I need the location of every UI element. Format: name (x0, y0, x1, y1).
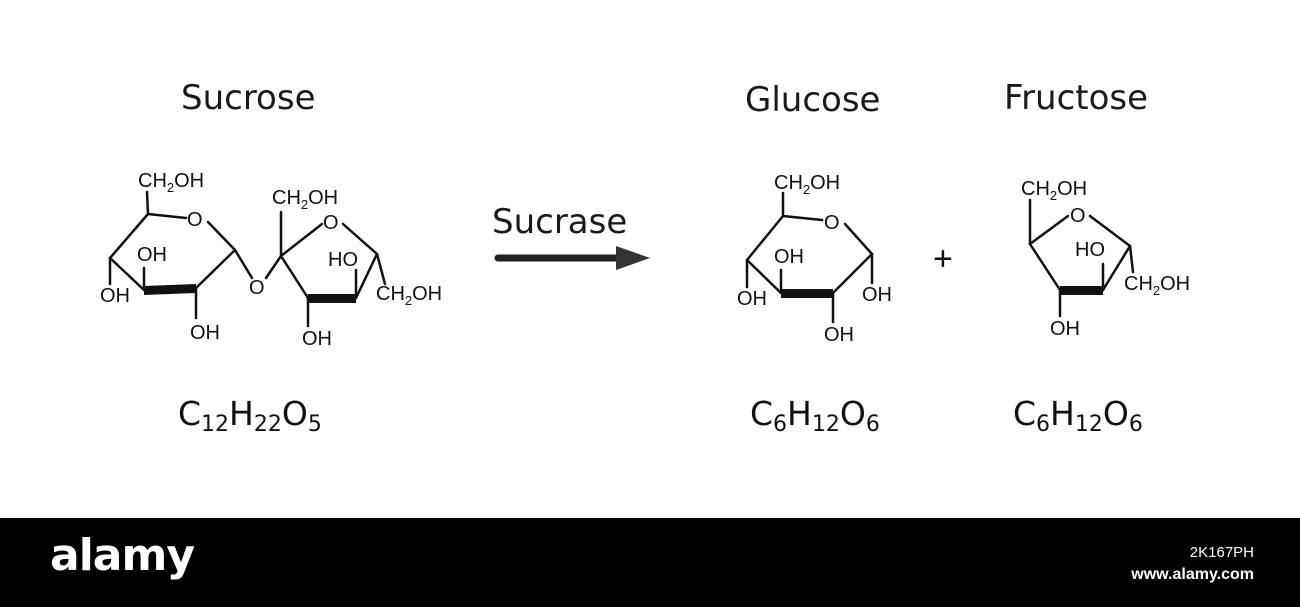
reaction-diagram: Sucrose Glucose Fructose (100, 78, 1190, 437)
fructose-atom-labels: CH2OH O HO CH2OH OH (1021, 178, 1190, 340)
svg-text:O: O (1070, 205, 1086, 227)
svg-text:OH: OH (824, 324, 854, 346)
glucose-wedge (781, 289, 833, 298)
sucrose-formula: C12H22O5 (178, 394, 322, 437)
sucrose-glucose-ring (108, 190, 254, 320)
svg-text:HO: HO (328, 249, 358, 271)
svg-text:CH2OH: CH2OH (1124, 273, 1190, 298)
svg-text:OH: OH (862, 284, 892, 306)
svg-text:CH2OH: CH2OH (774, 172, 840, 197)
structure-drawings: CH2OH O OH OH OH O CH2OH O HO CH2OH OH C… (100, 170, 1190, 350)
sucrose-glucose-wedge (144, 284, 196, 295)
reaction-arrow (494, 246, 650, 270)
sucrose-atom-labels: CH2OH O OH OH OH O CH2OH O HO CH2OH OH (100, 170, 442, 350)
sucrose-fructose-ring (264, 210, 387, 328)
fructose-formula: C6H12O6 (1013, 394, 1143, 437)
fructose-ring (1028, 198, 1135, 318)
svg-text:OH: OH (190, 322, 220, 344)
svg-text:O: O (187, 209, 203, 231)
svg-text:HO: HO (1075, 239, 1105, 261)
svg-text:O: O (249, 277, 265, 299)
sucrose-fructose-wedge (308, 294, 356, 303)
svg-text:OH: OH (302, 328, 332, 350)
fructose-wedge (1060, 286, 1103, 295)
svg-text:O: O (824, 212, 840, 234)
glucose-atom-labels: CH2OH O OH OH OH OH (737, 172, 892, 346)
glucose-formula: C6H12O6 (750, 394, 880, 437)
svg-text:CH2OH: CH2OH (376, 283, 442, 308)
svg-text:OH: OH (774, 246, 804, 268)
glucose-title: Glucose (745, 80, 881, 120)
watermark-bar: alamy 2K167PH www.alamy.com (0, 518, 1300, 607)
svg-text:OH: OH (137, 244, 167, 266)
svg-text:CH2OH: CH2OH (138, 170, 204, 195)
image-id: 2K167PH (1189, 544, 1254, 561)
svg-text:OH: OH (1050, 318, 1080, 340)
svg-text:OH: OH (100, 285, 130, 307)
svg-text:CH2OH: CH2OH (1021, 178, 1087, 203)
plus-sign: + (933, 240, 953, 278)
enzyme-label: Sucrase (492, 202, 628, 242)
svg-text:O: O (323, 212, 339, 234)
fructose-title: Fructose (1004, 78, 1149, 118)
svg-text:OH: OH (737, 288, 767, 310)
alamy-logo: alamy (50, 530, 195, 581)
sucrose-title: Sucrose (181, 78, 316, 118)
site-url: www.alamy.com (1131, 566, 1254, 583)
svg-text:CH2OH: CH2OH (272, 187, 338, 212)
